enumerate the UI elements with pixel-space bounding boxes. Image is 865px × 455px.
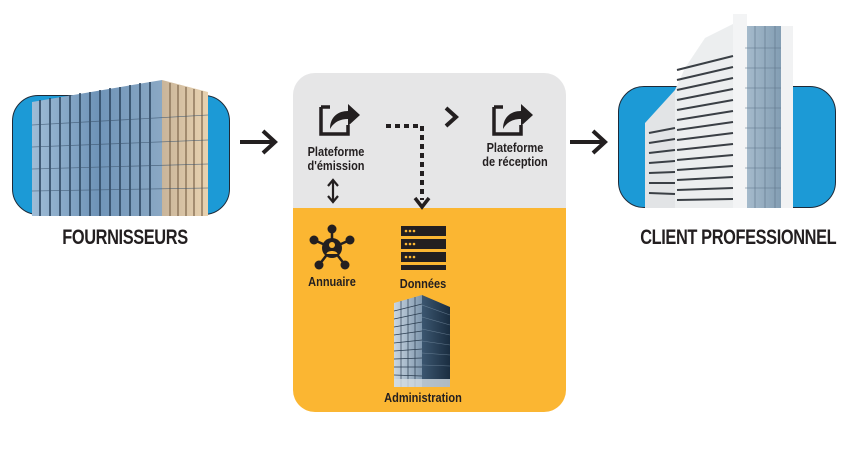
double-arrow-vertical-icon (326, 178, 340, 204)
donnees-label: Données (399, 277, 447, 291)
arrow-right-icon (238, 127, 280, 157)
chevron-right-icon (443, 106, 459, 128)
server-icon (401, 226, 446, 270)
share-icon (491, 99, 535, 137)
administration-building-image (392, 295, 452, 387)
administration-label: Administration (384, 391, 462, 405)
plateforme-emission-label: Plateforme d'émission (307, 145, 365, 173)
annuaire-label: Annuaire (308, 275, 356, 289)
fournisseurs-label: FOURNISSEURS (62, 226, 188, 249)
dotted-elbow-arrow-icon (384, 122, 434, 212)
plateforme-reception-label: Plateforme de réception (482, 141, 548, 169)
share-icon (318, 99, 362, 137)
client-professionnel-label: CLIENT PROFESSIONNEL (640, 226, 837, 249)
network-user-icon (307, 224, 357, 272)
client-tower-image (645, 8, 805, 208)
arrow-right-icon (568, 127, 610, 157)
fournisseurs-building-image (32, 80, 210, 216)
